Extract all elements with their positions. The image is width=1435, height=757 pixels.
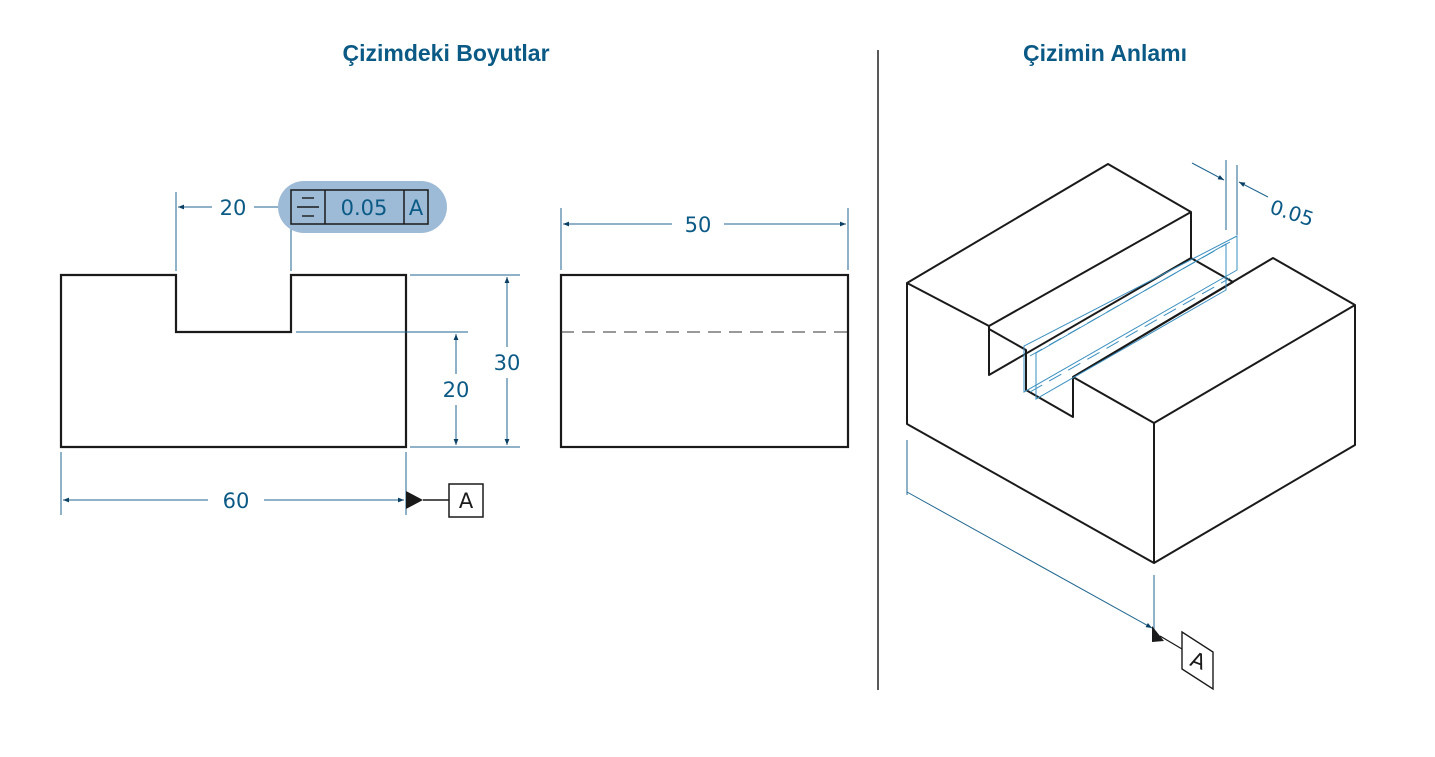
fcf-datum: A bbox=[409, 196, 424, 220]
iso-tolerance-dimension bbox=[1191, 160, 1269, 235]
height-extension-lines bbox=[296, 274, 520, 448]
front-view bbox=[59, 273, 408, 449]
symmetry-icon bbox=[297, 197, 319, 217]
depth-dimension bbox=[560, 208, 849, 270]
slot-width-value: 20 bbox=[220, 196, 247, 220]
fcf-tolerance: 0.05 bbox=[341, 196, 388, 220]
feature-control-frame bbox=[278, 181, 447, 233]
iso-datum-symbol bbox=[1152, 626, 1214, 691]
tolerance-zone bbox=[1023, 235, 1238, 400]
height-value: 30 bbox=[494, 351, 521, 375]
depth-value: 50 bbox=[685, 213, 712, 237]
iso-datum-leader bbox=[906, 440, 1155, 635]
total-width-dimension bbox=[60, 452, 407, 515]
datum-label: A bbox=[459, 489, 474, 513]
datum-symbol bbox=[406, 483, 484, 518]
side-view bbox=[559, 273, 850, 449]
isometric-part bbox=[906, 163, 1356, 564]
right-panel-title: Çizimin Anlamı bbox=[1023, 40, 1187, 66]
iso-tolerance-value: 0.05 bbox=[1267, 195, 1317, 232]
slot-depth-value: 20 bbox=[443, 378, 470, 402]
total-width-value: 60 bbox=[223, 489, 250, 513]
left-panel-title: Çizimdeki Boyutlar bbox=[342, 40, 550, 66]
